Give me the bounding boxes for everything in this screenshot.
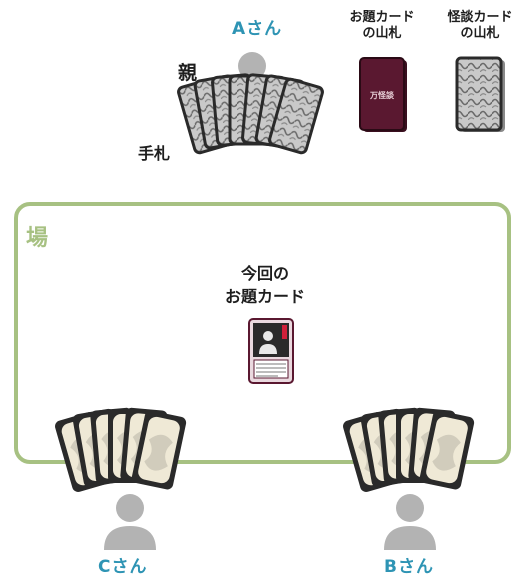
player-b-name: Bさん	[384, 557, 434, 577]
parent-label: 親	[178, 62, 198, 84]
player-b-hand	[341, 407, 476, 494]
current-topic-card	[248, 318, 294, 384]
hand-card	[268, 77, 324, 155]
hand-label: 手札	[138, 144, 171, 163]
field-area	[14, 202, 511, 464]
player-c-hand	[53, 407, 188, 494]
ghost-story-deck-label: 怪談カード の山札	[447, 10, 513, 41]
topic-deck-label: お題カード の山札	[349, 10, 415, 41]
player-a-hand-cards	[177, 56, 505, 155]
current-topic-label: 今回の お題カード	[224, 264, 305, 306]
player-b-avatar-icon	[384, 494, 436, 550]
player-c-avatar-icon	[104, 494, 156, 550]
player-c-name: Cさん	[98, 557, 148, 577]
ghost-story-deck-card	[455, 56, 505, 132]
topic-deck-card	[359, 57, 407, 132]
topic-deck-card-text: 万怪談	[370, 91, 394, 100]
player-a-name: Aさん	[232, 19, 283, 39]
field-label: 場	[26, 226, 49, 251]
